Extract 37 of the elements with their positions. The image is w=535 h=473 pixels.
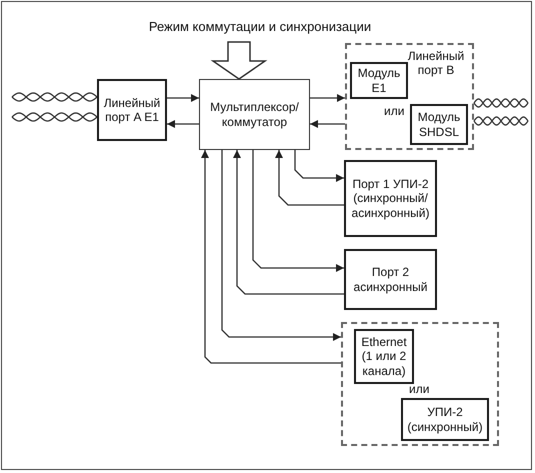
arrow — [310, 120, 345, 128]
block-arrow — [210, 41, 268, 80]
or-label: или — [384, 104, 404, 118]
box-label: Линейный порт A E1 — [102, 96, 162, 124]
block-box — [354, 329, 414, 384]
arrow — [221, 150, 341, 341]
arrow — [201, 150, 341, 364]
block-box — [350, 62, 408, 99]
arrow — [275, 150, 344, 206]
box-label: Порт 1 УПИ-2 (синхронный/ асинхронный) — [350, 176, 430, 220]
dashed-group-box — [345, 43, 474, 150]
dashed-group-box — [341, 322, 499, 446]
box-label: УПИ-2 (синхронный) — [406, 405, 484, 434]
group-title: Линейный порт В — [406, 49, 466, 78]
box-label: Ethernet (1 или 2 канала) — [360, 334, 408, 378]
cable-line — [11, 92, 98, 102]
cable-line — [11, 112, 98, 122]
block-box — [344, 249, 437, 310]
box-label: Мультиплексор/ коммутатор — [209, 100, 300, 129]
mode-caption: Режим коммутации и синхронизации — [140, 14, 380, 38]
arrow — [310, 94, 345, 102]
box-label: Модуль SHDSL — [416, 110, 462, 139]
block-box — [401, 398, 489, 441]
block-box — [410, 104, 468, 145]
multiplexer-box — [199, 79, 310, 150]
block-box — [97, 79, 167, 141]
arrow — [294, 150, 344, 182]
arrow — [167, 94, 199, 102]
arrow — [233, 150, 344, 295]
cable-line — [473, 98, 529, 108]
arrow — [167, 120, 199, 128]
block-box — [344, 160, 437, 237]
arrow — [252, 150, 344, 272]
or-label: или — [409, 382, 430, 396]
box-label: Порт 2 асинхронный — [352, 265, 428, 294]
box-label: Модуль E1 — [356, 66, 402, 95]
cable-line — [473, 116, 529, 126]
